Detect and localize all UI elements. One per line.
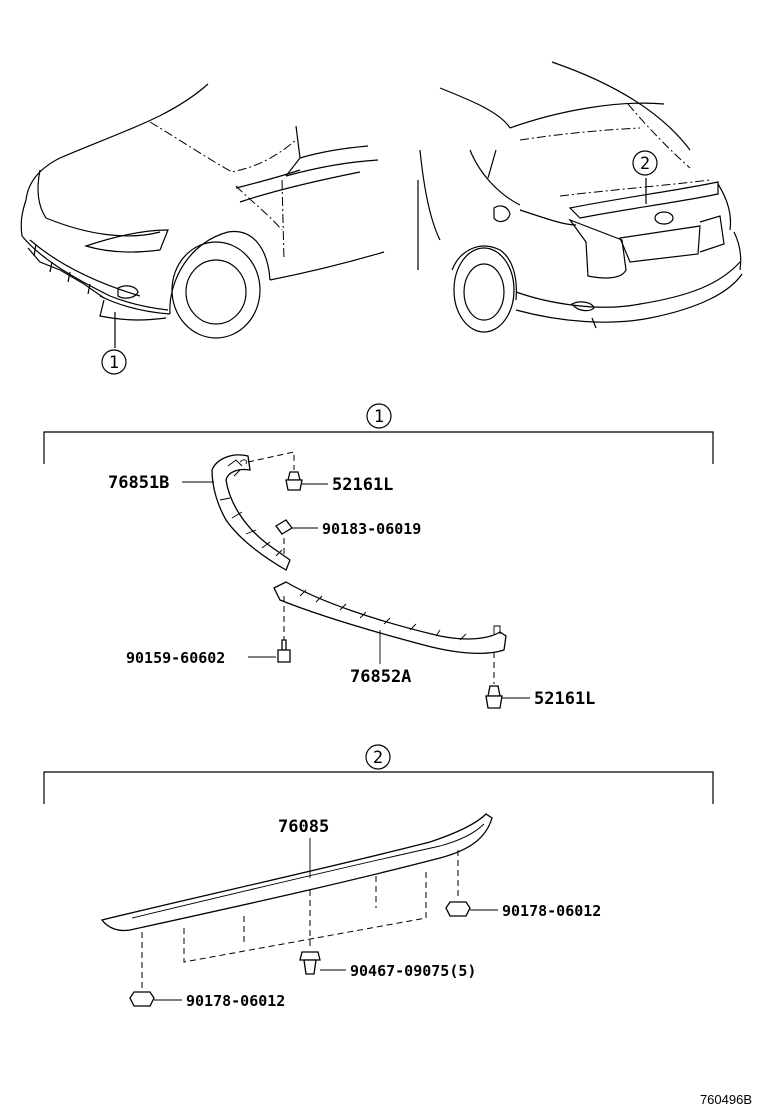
section-1-leaders [182, 481, 530, 699]
label-52161L-lower: 52161L [534, 689, 595, 709]
rear-car-view [417, 61, 743, 333]
label-76852A: 76852A [350, 667, 411, 687]
section-2-leaders [154, 838, 498, 1001]
section-1-header: 1 [43, 403, 714, 464]
fastener-screw-90159 [277, 639, 291, 663]
fastener-nut-90178-right [445, 901, 471, 917]
fastener-nut-90178-left [129, 991, 155, 1007]
label-90178-06012-left: 90178-06012 [186, 992, 285, 1010]
label-90178-06012-right: 90178-06012 [502, 902, 601, 920]
label-90159-60602: 90159-60602 [126, 649, 225, 667]
label-76085: 76085 [278, 817, 329, 837]
fastener-clip-52161L-upper [285, 471, 303, 491]
callout-1: 1 [101, 349, 127, 375]
label-76851B: 76851B [108, 473, 169, 493]
callout-1-label: 1 [109, 353, 119, 373]
fastener-clip-52161L-lower [485, 685, 503, 709]
part-76852A-shape [273, 581, 507, 655]
label-52161L-upper: 52161L [332, 475, 393, 495]
figure-code: 760496B [700, 1092, 752, 1107]
section-2-label: 2 [373, 748, 383, 768]
fastener-nut-90183 [275, 519, 293, 535]
section-1-connectors [247, 451, 495, 684]
label-90467-09075: 90467-09075(5) [350, 962, 476, 980]
part-76085-shape [100, 813, 493, 932]
section-1-label: 1 [374, 407, 384, 427]
front-car-view [20, 83, 385, 348]
label-90183-06019: 90183-06019 [322, 520, 421, 538]
callout-2-label: 2 [640, 154, 650, 174]
fastener-clip-90467 [299, 951, 321, 975]
section-2-header: 2 [43, 744, 714, 804]
part-76851B-shape [211, 454, 291, 571]
section-2-connectors [141, 850, 459, 990]
callout-2: 2 [632, 150, 658, 176]
